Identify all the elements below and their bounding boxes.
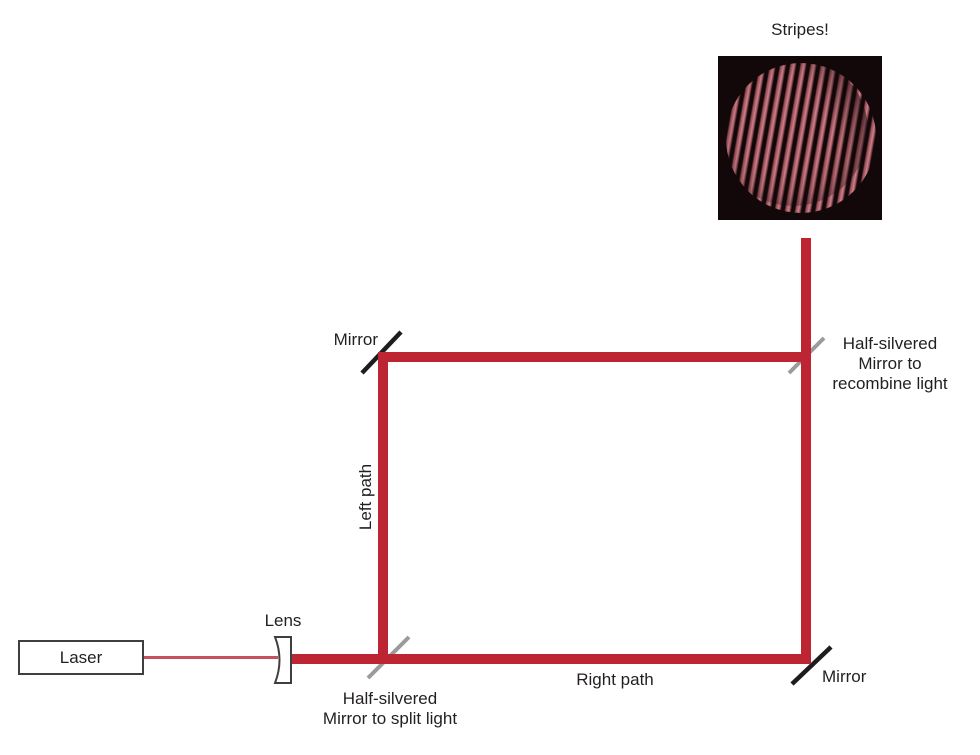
mirror-top-left-label: Mirror [333,330,378,349]
pattern-vignette [718,56,868,206]
laser-box: Laser [18,640,144,675]
left-path-label: Left path [356,463,375,531]
laser-label: Laser [59,647,103,667]
beam-right-vertical-to-screen [801,238,811,663]
stripes-label: Stripes! [771,20,829,39]
lens-icon [273,636,292,684]
mirror-bottom-right-label: Mirror [822,667,867,686]
recombine-mirror-label-line2: Mirror to [858,354,922,373]
split-mirror-label-line2: Mirror to split light [322,709,458,728]
split-mirror-label-line1: Half-silvered [342,689,438,708]
split-mirror-label: Half-silvered Mirror to split light [290,689,490,729]
laser-thin-beam [144,656,278,659]
recombine-mirror-label-line3: recombine light [832,374,948,393]
beam-left-path-vertical [378,352,388,663]
interference-pattern-photo [718,56,882,220]
recombine-mirror-label-line1: Half-silvered [842,334,938,353]
beam-top-horizontal [378,352,811,362]
lens-label: Lens [264,611,302,630]
recombine-mirror-label: Half-silvered Mirror to recombine light [810,334,970,394]
beam-bottom-horizontal [290,654,811,664]
right-path-label: Right path [576,670,654,689]
